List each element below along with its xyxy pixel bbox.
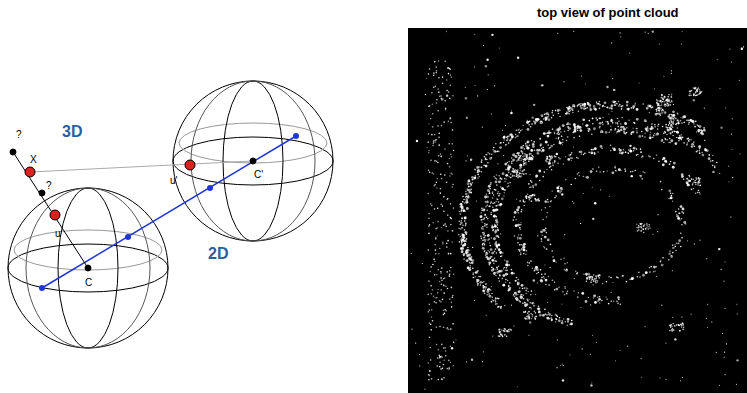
view-label: 3D <box>62 124 82 140</box>
left-sphere <box>8 188 168 348</box>
point-label: u' <box>170 176 177 186</box>
panel-title: top view of point cloud <box>537 6 679 19</box>
center-label: C <box>85 278 92 288</box>
ray-right <box>30 161 253 172</box>
unknown-mark: ? <box>16 130 22 140</box>
point-cloud-panel <box>408 28 747 393</box>
unknown-mark: ? <box>46 181 52 191</box>
baseline <box>42 136 296 288</box>
point-cloud <box>411 30 744 389</box>
view-label: 2D <box>208 246 228 262</box>
point-label: X <box>30 155 37 165</box>
point-label: u <box>55 229 61 239</box>
baseline-points <box>39 133 299 291</box>
center-label: C' <box>254 170 263 180</box>
points <box>10 149 256 271</box>
right-sphere <box>173 81 333 241</box>
